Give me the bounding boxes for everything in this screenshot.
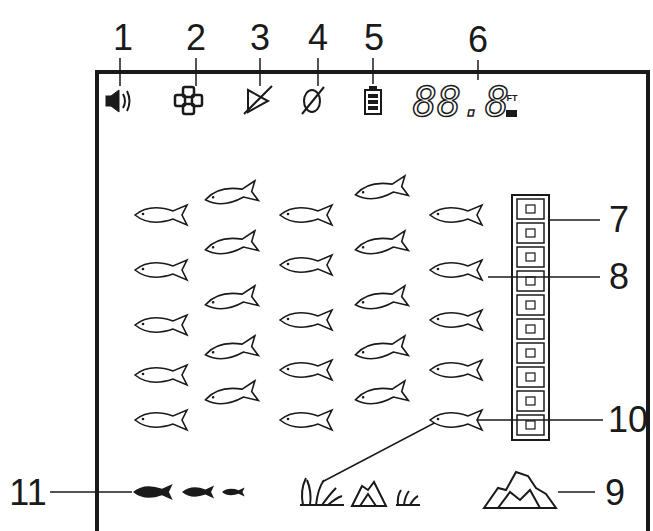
depth-cell — [517, 223, 544, 243]
callout-number: 10 — [608, 402, 648, 438]
fish-symbol — [204, 181, 259, 210]
callout-number: 11 — [9, 475, 46, 511]
fish-symbol — [354, 381, 409, 410]
fish-symbol — [135, 205, 187, 225]
depth-cell — [517, 415, 544, 435]
fish-symbol — [280, 310, 332, 330]
depth-cell — [517, 199, 544, 219]
callout-number: 9 — [605, 475, 625, 511]
depth-cell — [517, 247, 544, 267]
fish-symbol — [280, 410, 332, 430]
callout-number: 6 — [468, 22, 488, 58]
fish-symbol — [430, 410, 482, 430]
callout-number: 1 — [113, 20, 133, 56]
depth-cell — [517, 391, 544, 411]
fish-symbol — [430, 205, 482, 225]
fish-symbol — [280, 360, 332, 380]
depth-cell — [517, 295, 544, 315]
fish-symbol — [430, 360, 482, 380]
fish-symbol — [135, 410, 187, 430]
fish-symbol — [204, 286, 259, 315]
depth-cell — [517, 343, 544, 363]
fish-symbol — [280, 255, 332, 275]
callout-number: 7 — [609, 202, 629, 238]
fish-symbol — [354, 286, 409, 315]
fish-symbol — [430, 260, 482, 280]
sound-off-icon — [244, 86, 272, 114]
no-signal-icon — [302, 87, 324, 114]
sonar-icon — [106, 90, 130, 112]
depth-cell — [517, 271, 544, 291]
fish-symbol — [280, 205, 332, 225]
depth-digits: 88.8 — [413, 82, 509, 122]
fish-symbol — [204, 231, 259, 260]
callout-number: 8 — [609, 259, 629, 295]
fish-symbol — [135, 365, 187, 385]
depth-cell — [517, 319, 544, 339]
fish-symbol — [135, 315, 187, 335]
callout-number: 5 — [364, 20, 384, 56]
depth-cell — [517, 367, 544, 387]
small-rock-icon — [352, 482, 386, 506]
unit-label: FT — [507, 94, 518, 103]
callout-number: 4 — [308, 20, 328, 56]
fish-grid — [135, 176, 482, 430]
fish-symbol — [204, 336, 259, 365]
fish-size-icon — [222, 488, 245, 497]
fish-symbol — [354, 176, 409, 205]
fish-symbol — [135, 260, 187, 280]
fish-size-icon — [133, 484, 173, 500]
large-rock-icon — [484, 472, 556, 508]
weed-icon — [300, 478, 344, 505]
fish-symbol — [354, 336, 409, 365]
depth-bar — [512, 195, 549, 440]
fish-symbol — [204, 381, 259, 410]
battery-icon — [365, 86, 381, 114]
callout-number: 2 — [186, 20, 206, 56]
leader-lines — [50, 58, 603, 492]
fish-symbol — [354, 231, 409, 260]
bottom-icons — [133, 472, 556, 508]
callout-number: 3 — [250, 20, 270, 56]
fish-size-icon — [182, 486, 214, 499]
fish-symbol — [430, 310, 482, 330]
small-weed-icon — [396, 490, 420, 505]
lcd-frame — [97, 72, 648, 531]
fish-alarm-icon — [175, 87, 202, 114]
